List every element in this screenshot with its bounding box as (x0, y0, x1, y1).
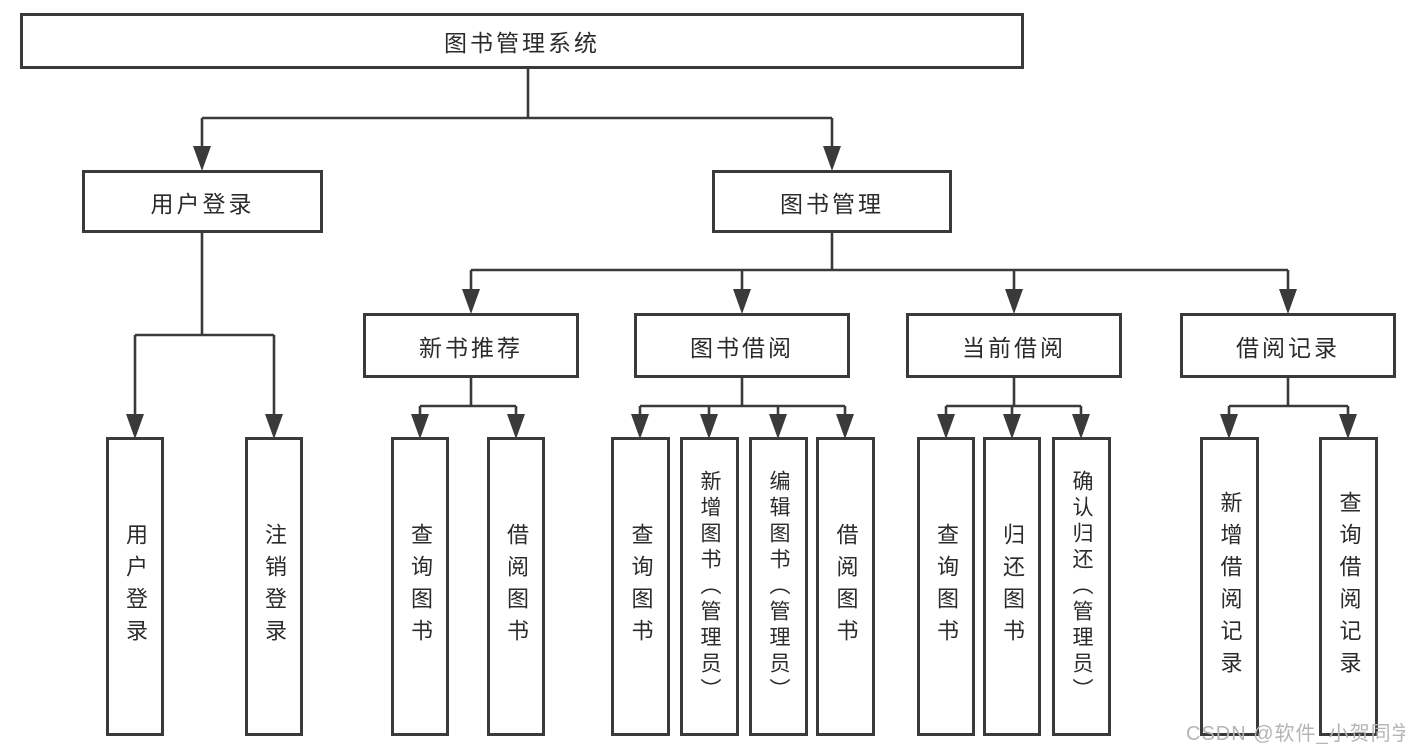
leaf-confirm-return-admin-label: 确认归还（管理员） (1070, 469, 1093, 704)
leaf-query-books-borrowing-label: 查询图书 (628, 522, 654, 651)
leaf-query-books-current-label: 查询图书 (934, 522, 959, 651)
leaf-add-borrow-record-label: 新增借阅记录 (1217, 490, 1243, 683)
node-user-login: 用户登录 (82, 170, 323, 233)
node-library-system-label: 图书管理系统 (444, 30, 600, 56)
leaf-borrow-books-recommend: 借阅图书 (487, 437, 545, 736)
leaf-confirm-return-admin: 确认归还（管理员） (1052, 437, 1111, 736)
node-book-management: 图书管理 (712, 170, 952, 233)
leaf-query-books-recommend: 查询图书 (391, 437, 449, 736)
leaf-query-books-borrowing: 查询图书 (611, 437, 670, 736)
leaf-return-book-label: 归还图书 (1000, 522, 1025, 651)
leaf-add-book-admin-label: 新增图书（管理员） (698, 469, 721, 704)
node-borrow-records: 借阅记录 (1180, 313, 1396, 378)
leaf-logout: 注销登录 (245, 437, 303, 736)
node-current-borrowing: 当前借阅 (906, 313, 1122, 378)
node-new-book-recommend-label: 新书推荐 (419, 334, 523, 361)
node-book-borrowing-label: 图书借阅 (690, 334, 794, 361)
node-current-borrowing-label: 当前借阅 (962, 334, 1066, 361)
leaf-query-borrow-record: 查询借阅记录 (1319, 437, 1378, 736)
leaf-borrow-books-recommend-label: 借阅图书 (504, 522, 529, 651)
leaf-user-login: 用户登录 (106, 437, 164, 736)
node-book-borrowing: 图书借阅 (634, 313, 850, 378)
leaf-borrow-books-borrowing-label: 借阅图书 (833, 522, 859, 651)
leaf-return-book: 归还图书 (983, 437, 1041, 736)
leaf-edit-book-admin: 编辑图书（管理员） (749, 437, 808, 736)
leaf-logout-label: 注销登录 (262, 522, 287, 651)
node-new-book-recommend: 新书推荐 (363, 313, 579, 378)
leaf-borrow-books-borrowing: 借阅图书 (816, 437, 875, 736)
node-library-system: 图书管理系统 (20, 13, 1024, 69)
leaf-add-book-admin: 新增图书（管理员） (680, 437, 739, 736)
leaf-add-borrow-record: 新增借阅记录 (1200, 437, 1259, 736)
leaf-edit-book-admin-label: 编辑图书（管理员） (767, 469, 790, 704)
csdn-watermark: CSDN @软件_小贺同学 (1186, 723, 1405, 745)
leaf-user-login-label: 用户登录 (123, 522, 148, 651)
leaf-query-books-recommend-label: 查询图书 (408, 522, 433, 651)
leaf-query-borrow-record-label: 查询借阅记录 (1336, 490, 1362, 683)
leaf-query-books-current: 查询图书 (917, 437, 975, 736)
node-borrow-records-label: 借阅记录 (1236, 334, 1340, 361)
node-user-login-label: 用户登录 (150, 190, 255, 217)
node-book-management-label: 图书管理 (780, 190, 884, 217)
